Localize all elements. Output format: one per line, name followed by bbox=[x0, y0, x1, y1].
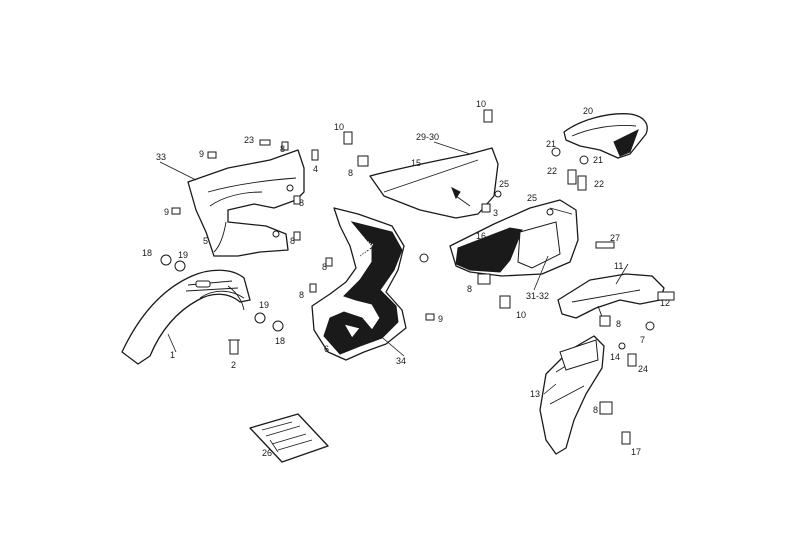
callout-18a: 18 bbox=[142, 248, 152, 258]
callout-24: 24 bbox=[638, 364, 648, 374]
callout-8e: 8 bbox=[322, 262, 327, 272]
callout-8f: 8 bbox=[299, 290, 304, 300]
hardware bbox=[160, 109, 675, 445]
callout-15: 15 bbox=[411, 158, 421, 168]
callout-4: 4 bbox=[313, 164, 318, 174]
leader-lines bbox=[159, 141, 629, 453]
callout-17: 17 bbox=[631, 447, 641, 457]
callout-10c: 10 bbox=[516, 310, 526, 320]
callout-18b: 18 bbox=[275, 336, 285, 346]
callout-8h: 8 bbox=[616, 319, 621, 329]
callout-27: 27 bbox=[610, 233, 620, 243]
callout-23: 23 bbox=[244, 135, 254, 145]
callout-9a: 9 bbox=[199, 149, 204, 159]
callout-10a: 10 bbox=[334, 122, 344, 132]
callout-8d: 8 bbox=[290, 236, 295, 246]
callout-22a: 22 bbox=[547, 166, 557, 176]
callout-29-30: 29-30 bbox=[416, 132, 439, 142]
rear-tail-section bbox=[557, 273, 665, 327]
callout-3: 3 bbox=[493, 208, 498, 218]
callout-5: 5 bbox=[203, 236, 208, 246]
callout-1: 1 bbox=[170, 350, 175, 360]
rear-mudguard bbox=[539, 335, 605, 455]
decal-sheet bbox=[249, 413, 329, 463]
callouts: 1 2 3 4 5 6 7 8 8 8 8 8 8 8 8 8 9 9 9 10… bbox=[142, 99, 670, 458]
callout-13: 13 bbox=[530, 389, 540, 399]
callout-8b: 8 bbox=[348, 168, 353, 178]
callout-7: 7 bbox=[640, 335, 645, 345]
callout-14: 14 bbox=[610, 352, 620, 362]
callout-9c: 9 bbox=[438, 314, 443, 324]
callout-19b: 19 bbox=[259, 300, 269, 310]
callout-21a: 21 bbox=[546, 139, 556, 149]
callout-19a: 19 bbox=[178, 250, 188, 260]
callout-21b: 21 bbox=[593, 155, 603, 165]
callout-31-32: 31-32 bbox=[526, 291, 549, 301]
callout-8i: 8 bbox=[593, 405, 598, 415]
callout-25b: 25 bbox=[527, 193, 537, 203]
callout-8a: 8 bbox=[280, 144, 285, 154]
left-shroud bbox=[187, 149, 305, 257]
callout-16: 16 bbox=[476, 231, 486, 241]
callout-20: 20 bbox=[583, 106, 593, 116]
callout-8c: 8 bbox=[299, 198, 304, 208]
right-side-panel bbox=[449, 199, 579, 277]
callout-34: 34 bbox=[396, 356, 406, 366]
callout-8g: 8 bbox=[467, 284, 472, 294]
callout-6: 6 bbox=[324, 344, 329, 354]
callout-25a: 25 bbox=[499, 179, 509, 189]
callout-10b: 10 bbox=[476, 99, 486, 109]
callout-22b: 22 bbox=[594, 179, 604, 189]
seat bbox=[563, 113, 648, 159]
front-fairing-panel: FENE bbox=[311, 207, 407, 361]
callout-11: 11 bbox=[614, 261, 623, 271]
callout-12: 12 bbox=[660, 298, 670, 308]
callout-26: 26 bbox=[262, 448, 272, 458]
front-fender bbox=[121, 269, 251, 365]
callout-33: 33 bbox=[156, 152, 166, 162]
callout-2: 2 bbox=[231, 360, 236, 370]
tank-cover bbox=[369, 147, 499, 219]
callout-9b: 9 bbox=[164, 207, 169, 217]
